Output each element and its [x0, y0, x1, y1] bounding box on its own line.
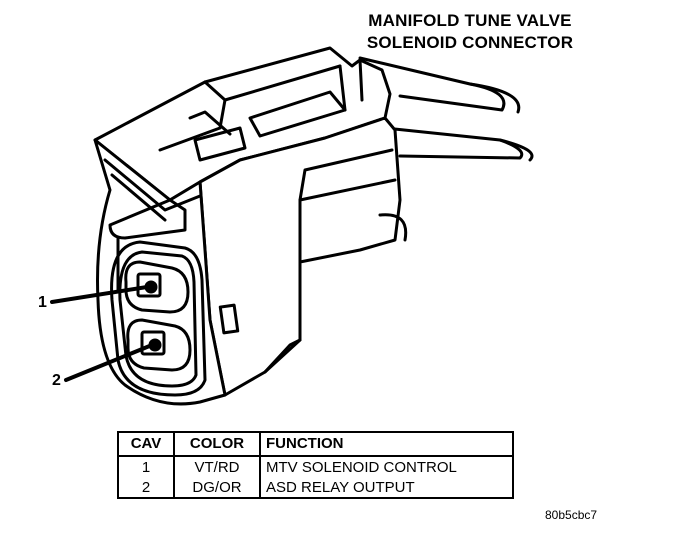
- function-cell: MTV SOLENOID CONTROL: [259, 456, 513, 477]
- table-row: 1 VT/RD MTV SOLENOID CONTROL: [118, 456, 513, 477]
- title-line-2: SOLENOID CONNECTOR: [366, 33, 574, 52]
- header-color: COLOR: [173, 432, 260, 457]
- color-cell: VT/RD: [173, 456, 260, 477]
- callout-leaders: [50, 285, 154, 382]
- figure-code: 80b5cbc7: [545, 508, 598, 522]
- header-cav: CAV: [118, 432, 174, 457]
- callout-2-leader: [64, 343, 154, 382]
- title-line-1: MANIFOLD TUNE VALVE: [368, 11, 572, 30]
- header-function: FUNCTION: [259, 432, 513, 457]
- function-cell: ASD RELAY OUTPUT: [259, 477, 513, 498]
- callout-2-label: 2: [52, 372, 61, 389]
- callout-1-label: 1: [38, 294, 47, 311]
- wire-harness: [358, 56, 534, 162]
- pinout-table: CAV COLOR FUNCTION 1 VT/RD MTV SOLENOID …: [117, 431, 514, 499]
- cav-cell: 1: [141, 459, 151, 476]
- table-row: 2 DG/OR ASD RELAY OUTPUT: [118, 477, 513, 498]
- callout-1-leader: [50, 285, 149, 304]
- color-cell: DG/OR: [173, 477, 260, 498]
- diagram-title: MANIFOLD TUNE VALVE SOLENOID CONNECTOR: [300, 10, 640, 54]
- connector-body: [93, 46, 408, 397]
- table-header-row: CAV COLOR FUNCTION: [118, 432, 513, 457]
- cav-cell: 2: [141, 479, 151, 496]
